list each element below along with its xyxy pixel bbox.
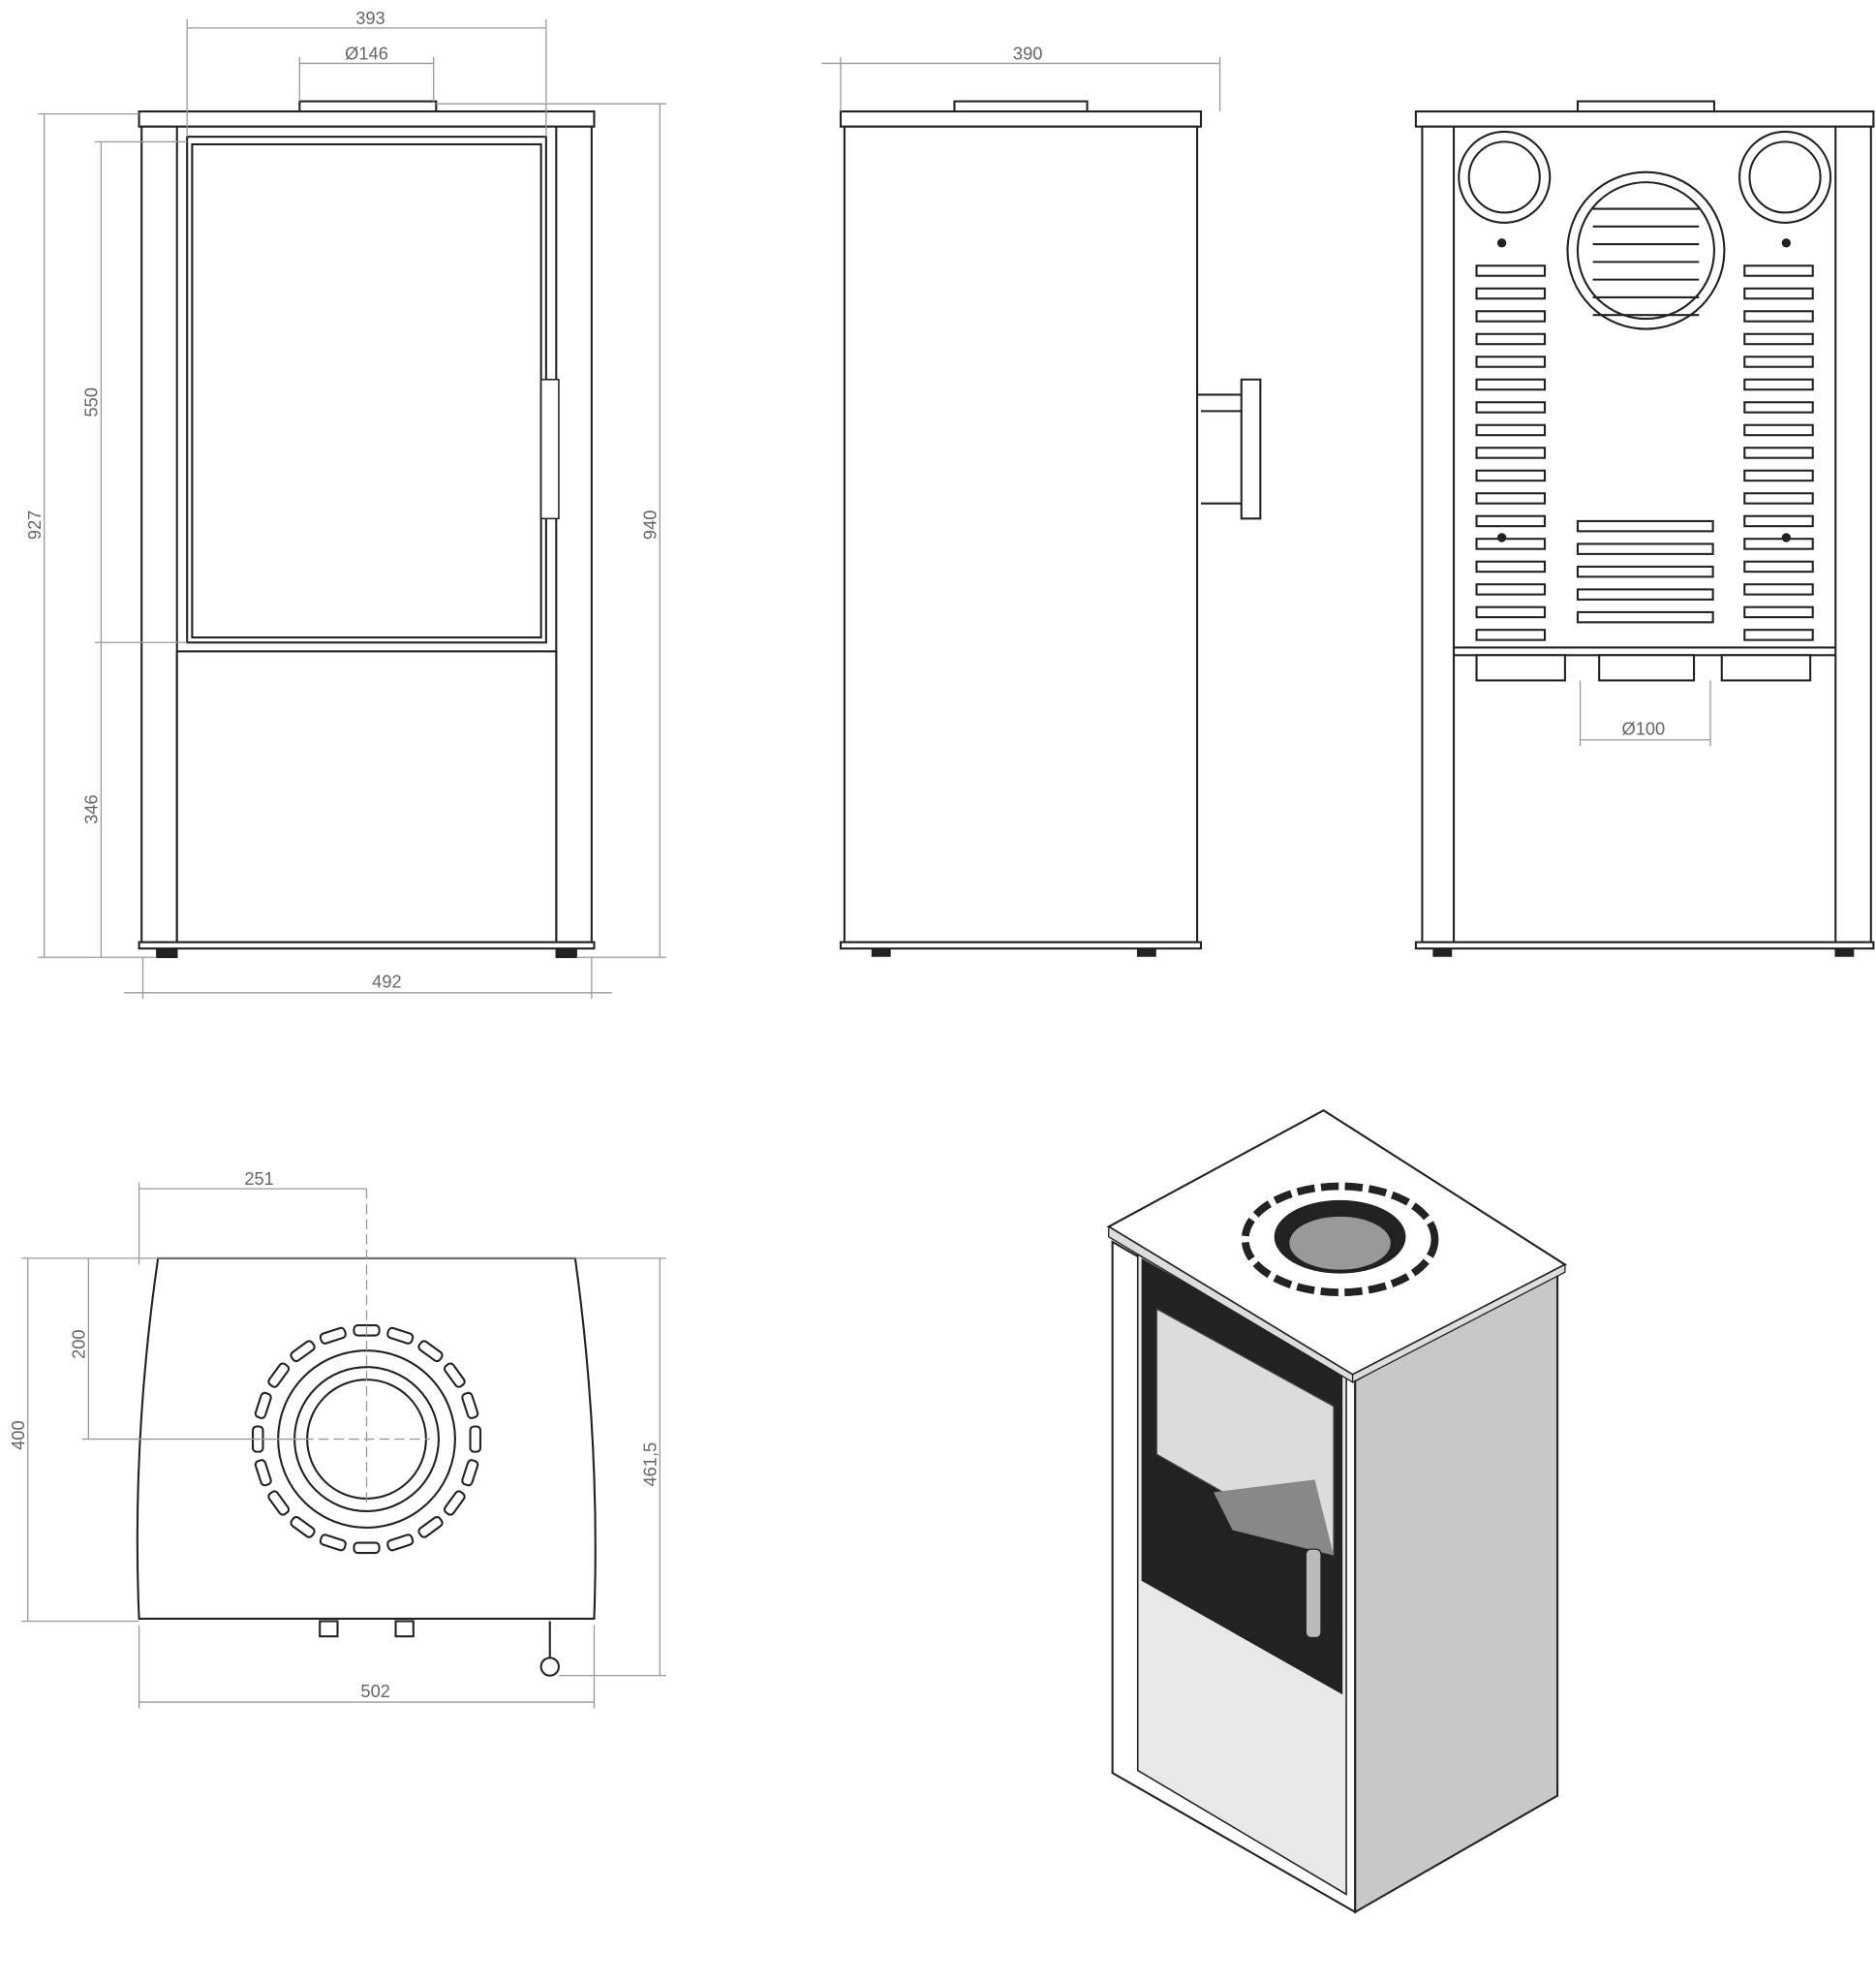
- vent-slat: [1475, 447, 1547, 459]
- vent-slat: [1475, 264, 1547, 277]
- dim-top-depth: 400: [8, 1420, 28, 1449]
- dim-overall-height: 940: [639, 511, 660, 540]
- dim-top-width: 502: [360, 1681, 389, 1701]
- ring-slot: [469, 1425, 482, 1453]
- vent-slat: [1743, 538, 1814, 550]
- vent-slat: [1743, 264, 1814, 277]
- vent-slat: [1475, 583, 1547, 596]
- vent-slat: [1475, 605, 1547, 619]
- vent-slat: [1743, 423, 1814, 437]
- vent-slat: [1743, 583, 1814, 596]
- side-panel: [843, 125, 1199, 944]
- vent-slat: [1576, 542, 1714, 555]
- ring-slot: [319, 1326, 347, 1345]
- ring-slot: [254, 1391, 272, 1419]
- vent-slat: [1743, 447, 1814, 459]
- vent-slat: [1475, 423, 1547, 437]
- foot: [156, 947, 178, 959]
- vent-slat: [1743, 310, 1814, 323]
- ring-slot: [267, 1362, 291, 1388]
- vent-slat: [1475, 310, 1547, 323]
- vent-slat: [1743, 492, 1814, 505]
- vent-slat: [1743, 629, 1814, 641]
- dim-flue-offset-x: 251: [244, 1168, 273, 1189]
- ring-slot: [443, 1490, 466, 1516]
- vent-slat: [1576, 588, 1714, 601]
- vent-slat: [1743, 514, 1814, 528]
- convection-vent-center: [1566, 170, 1726, 330]
- vent-slat: [1743, 560, 1814, 573]
- vent-slat: [1743, 469, 1814, 482]
- dim-lower-height: 346: [81, 794, 102, 823]
- dim-total-height: 927: [24, 511, 45, 540]
- dim-depth-with-knob: 461,5: [639, 1442, 660, 1487]
- air-vent-right: [1738, 130, 1832, 224]
- vent-slat: [1475, 629, 1547, 641]
- vent-slat: [1743, 401, 1814, 414]
- ring-slot: [290, 1340, 316, 1363]
- dim-base-width: 492: [372, 972, 401, 992]
- ring-slot: [417, 1515, 444, 1538]
- ring-slot: [386, 1326, 415, 1345]
- vent-slat: [1475, 287, 1547, 300]
- back-view: Ø100: [1414, 100, 1875, 957]
- vent-slat: [1475, 469, 1547, 482]
- vent-slat: [1576, 610, 1714, 624]
- vent-slat: [1475, 356, 1547, 368]
- dim-door-height: 550: [81, 387, 102, 417]
- vent-slat: [1576, 565, 1714, 578]
- vent-slat: [1475, 332, 1547, 346]
- ring-slot: [290, 1515, 316, 1538]
- ring-slot: [443, 1362, 466, 1388]
- dim-width-top: 393: [355, 8, 384, 28]
- ring-slot: [353, 1541, 381, 1555]
- handle-iso: [1305, 1548, 1322, 1639]
- top-plate: [138, 109, 596, 128]
- ring-slot: [319, 1534, 347, 1552]
- back-vent-slats: [1475, 207, 1814, 641]
- vent-slat: [1743, 287, 1814, 300]
- dim-depth: 390: [1013, 44, 1042, 64]
- flue-collar: [298, 100, 438, 113]
- vent-slat: [1576, 519, 1714, 533]
- vent-slat: [1475, 560, 1547, 573]
- isometric-view: [1106, 1108, 1567, 1914]
- air-vent-left: [1458, 130, 1552, 224]
- ring-slot: [386, 1534, 415, 1552]
- front-view: 393 Ø146 927 550 346 940 492: [24, 8, 666, 1000]
- foot: [555, 947, 577, 959]
- vent-slat: [1475, 538, 1547, 550]
- damper-knob: [539, 1657, 560, 1677]
- ring-slot: [417, 1340, 444, 1363]
- vent-slat: [1475, 492, 1547, 505]
- side-view: 390: [821, 44, 1262, 957]
- vent-slat: [1475, 514, 1547, 528]
- vent-slat: [1475, 378, 1547, 391]
- ring-slot: [461, 1459, 479, 1487]
- top-view: 251 200 400 461,5 502: [8, 1168, 666, 1709]
- door-handle: [539, 378, 560, 520]
- dim-flue-offset-y: 200: [68, 1329, 88, 1358]
- vent-slat: [1743, 605, 1814, 619]
- ring-slot: [267, 1490, 291, 1516]
- dim-outlet-diameter: Ø100: [1621, 719, 1665, 739]
- ring-slot: [254, 1459, 272, 1487]
- vent-slat: [1743, 332, 1814, 346]
- dim-flue-diameter: Ø146: [345, 44, 388, 64]
- vent-slat: [1743, 356, 1814, 368]
- vent-slat: [1475, 401, 1547, 414]
- lower-compartment: [175, 650, 558, 944]
- vent-slat: [1743, 378, 1814, 391]
- ring-slot: [461, 1391, 479, 1419]
- door-glass: [186, 136, 547, 644]
